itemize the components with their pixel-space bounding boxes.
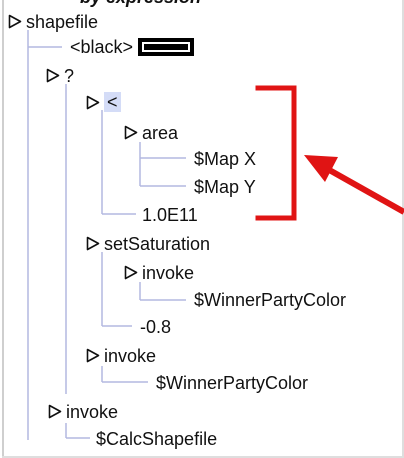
tree-node-constant-neg-0-8[interactable]: -0.8 — [140, 315, 171, 339]
tree-node-label: invoke — [142, 263, 195, 283]
tree-node-calc-shapefile[interactable]: $CalcShapefile — [96, 427, 217, 451]
tree-node-set-saturation[interactable]: setSaturation — [86, 232, 210, 256]
red-arrow — [304, 155, 404, 215]
color-swatch[interactable] — [138, 38, 195, 56]
tree-node-label: shapefile — [26, 12, 99, 32]
tree-node-area[interactable]: area — [124, 121, 178, 145]
tree-node-conditional[interactable]: ? — [46, 64, 74, 88]
tree-node-label-selected[interactable]: < — [104, 92, 121, 112]
tree-node-label: <black> — [70, 37, 134, 57]
triangle-right-icon[interactable] — [86, 348, 100, 363]
tree-node-label: $WinnerPartyColor — [194, 290, 347, 310]
tree-node-label: $WinnerPartyColor — [156, 373, 309, 393]
triangle-right-icon[interactable] — [8, 14, 22, 29]
tree-node-map-x[interactable]: $Map X — [194, 147, 256, 171]
triangle-right-icon[interactable] — [86, 95, 100, 110]
tree-node-less-than[interactable]: < — [86, 91, 121, 115]
tree-node-label: $Map Y — [194, 177, 256, 197]
tree-node-label: area — [142, 123, 179, 143]
tree-node-winner-party-color-2[interactable]: $WinnerPartyColor — [156, 371, 308, 395]
panel-border-left — [2, 0, 4, 458]
tree-node-invoke-3[interactable]: invoke — [48, 400, 118, 424]
tree-node-label: $CalcShapefile — [96, 429, 218, 449]
tree-node-label: invoke — [66, 402, 119, 422]
triangle-right-icon[interactable] — [124, 125, 138, 140]
tree-node-label: 1.0E11 — [142, 205, 198, 225]
tree-node-map-y[interactable]: $Map Y — [194, 175, 256, 199]
tree-node-winner-party-color-1[interactable]: $WinnerPartyColor — [194, 288, 346, 312]
red-bracket — [255, 85, 297, 221]
panel-border-bottom — [2, 456, 404, 458]
triangle-right-icon[interactable] — [46, 68, 60, 83]
tree-node-invoke-2[interactable]: invoke — [86, 344, 156, 368]
tree-node-invoke-1[interactable]: invoke — [124, 261, 194, 285]
tree-node-label: ? — [64, 66, 75, 86]
tree-node-black-color[interactable]: <black> — [70, 35, 195, 59]
tree-node-label: setSaturation — [104, 234, 211, 254]
tree-node-label: $Map X — [194, 149, 257, 169]
tree-node-label: -0.8 — [140, 317, 172, 337]
triangle-right-icon[interactable] — [124, 265, 138, 280]
triangle-right-icon[interactable] — [86, 236, 100, 251]
panel-border-right — [402, 0, 404, 458]
tree-node-shapefile[interactable]: shapefile — [8, 10, 98, 34]
triangle-right-icon[interactable] — [48, 404, 62, 419]
cropped-heading: by expression — [80, 0, 201, 8]
tree-node-constant-1e11[interactable]: 1.0E11 — [142, 203, 198, 227]
tree-node-label: invoke — [104, 346, 157, 366]
